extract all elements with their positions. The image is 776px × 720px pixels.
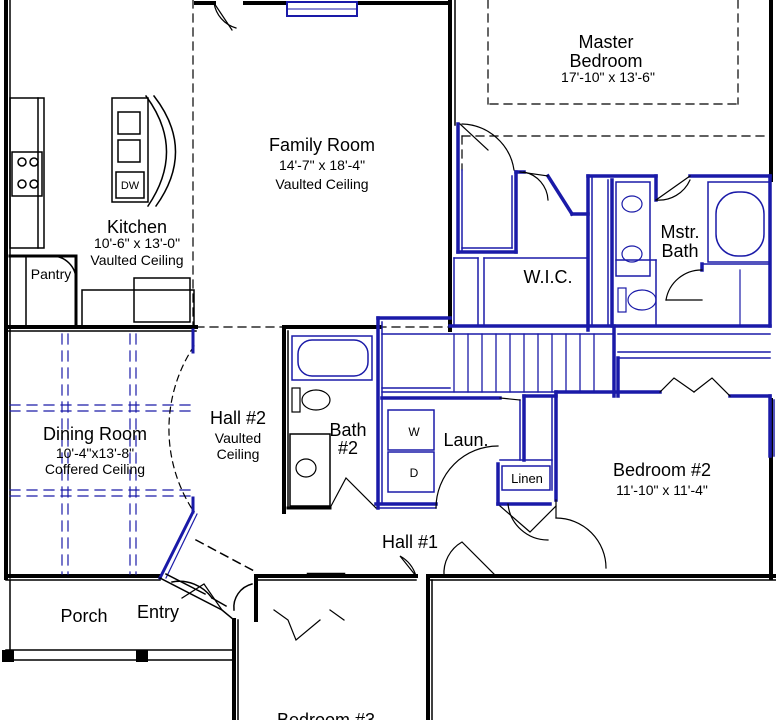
dining-note: Coffered Ceiling <box>45 461 145 477</box>
family-note: Vaulted Ceiling <box>275 176 368 192</box>
bedroom3-label: Bedroom #3 <box>277 710 375 720</box>
porch-label: Porch <box>60 606 107 626</box>
master-name-1: Master <box>578 32 633 52</box>
porch-posts <box>2 650 148 662</box>
hall1-label: Hall #1 <box>382 532 438 552</box>
bath2-label: Bath #2 <box>329 420 366 458</box>
dining-dims: 10'-4"x13'-8" <box>56 445 134 461</box>
washer-label: W <box>408 425 420 439</box>
master-bedroom-label: Master Bedroom 17'-10" x 13'-6" <box>561 32 655 85</box>
mbath-name-2: Bath <box>661 241 698 261</box>
dryer-label: D <box>410 466 419 480</box>
dishwasher-label: DW <box>121 180 140 192</box>
hall2-note-1: Vaulted <box>215 430 261 446</box>
hall2-label: Hall #2 Vaulted Ceiling <box>210 408 266 462</box>
kitchen-dims: 10'-6" x 13'-0" <box>94 235 180 251</box>
entry-walls <box>158 538 258 622</box>
bed2-dims: 11'-10" x 11'-4" <box>616 482 708 498</box>
pantry-label: Pantry <box>31 266 71 282</box>
family-name: Family Room <box>269 135 375 155</box>
bedroom2-label: Bedroom #2 11'-10" x 11'-4" <box>613 460 711 498</box>
ceiling-dash-lines <box>192 0 771 331</box>
family-dims: 14'-7" x 18'-4" <box>279 157 365 173</box>
kitchen-fixtures <box>8 94 195 329</box>
dining-name: Dining Room <box>43 424 147 444</box>
kitchen-note: Vaulted Ceiling <box>90 252 183 268</box>
master-dims: 17'-10" x 13'-6" <box>561 69 655 85</box>
kitchen-name: Kitchen <box>107 217 167 237</box>
wic-label: W.I.C. <box>524 267 573 287</box>
mbath-name-1: Mstr. <box>661 222 700 242</box>
master-name-2: Bedroom <box>569 51 642 71</box>
dining-arch <box>168 345 195 513</box>
dining-walls <box>157 328 198 581</box>
bath2-name-2: #2 <box>338 438 358 458</box>
stair-treads <box>453 333 595 393</box>
doors <box>213 2 731 641</box>
bath2-name-1: Bath <box>329 420 366 440</box>
exterior-walls <box>4 0 776 720</box>
hall2-note-2: Ceiling <box>217 446 260 462</box>
master-bath-label: Mstr. Bath <box>661 222 700 261</box>
family-room-label: Family Room 14'-7" x 18'-4" Vaulted Ceil… <box>269 135 375 192</box>
bed2-name: Bedroom #2 <box>613 460 711 480</box>
entry-label: Entry <box>137 602 179 622</box>
dining-room-label: Dining Room 10'-4"x13'-8" Coffered Ceili… <box>43 424 147 477</box>
hall2-name: Hall #2 <box>210 408 266 428</box>
kitchen-label: Kitchen 10'-6" x 13'-0" Vaulted Ceiling <box>90 217 183 268</box>
linen-label: Linen <box>511 471 543 486</box>
coffered-ceiling <box>9 333 191 575</box>
laundry-label: Laun. <box>443 430 488 450</box>
interior-walls-blue <box>286 1 775 510</box>
